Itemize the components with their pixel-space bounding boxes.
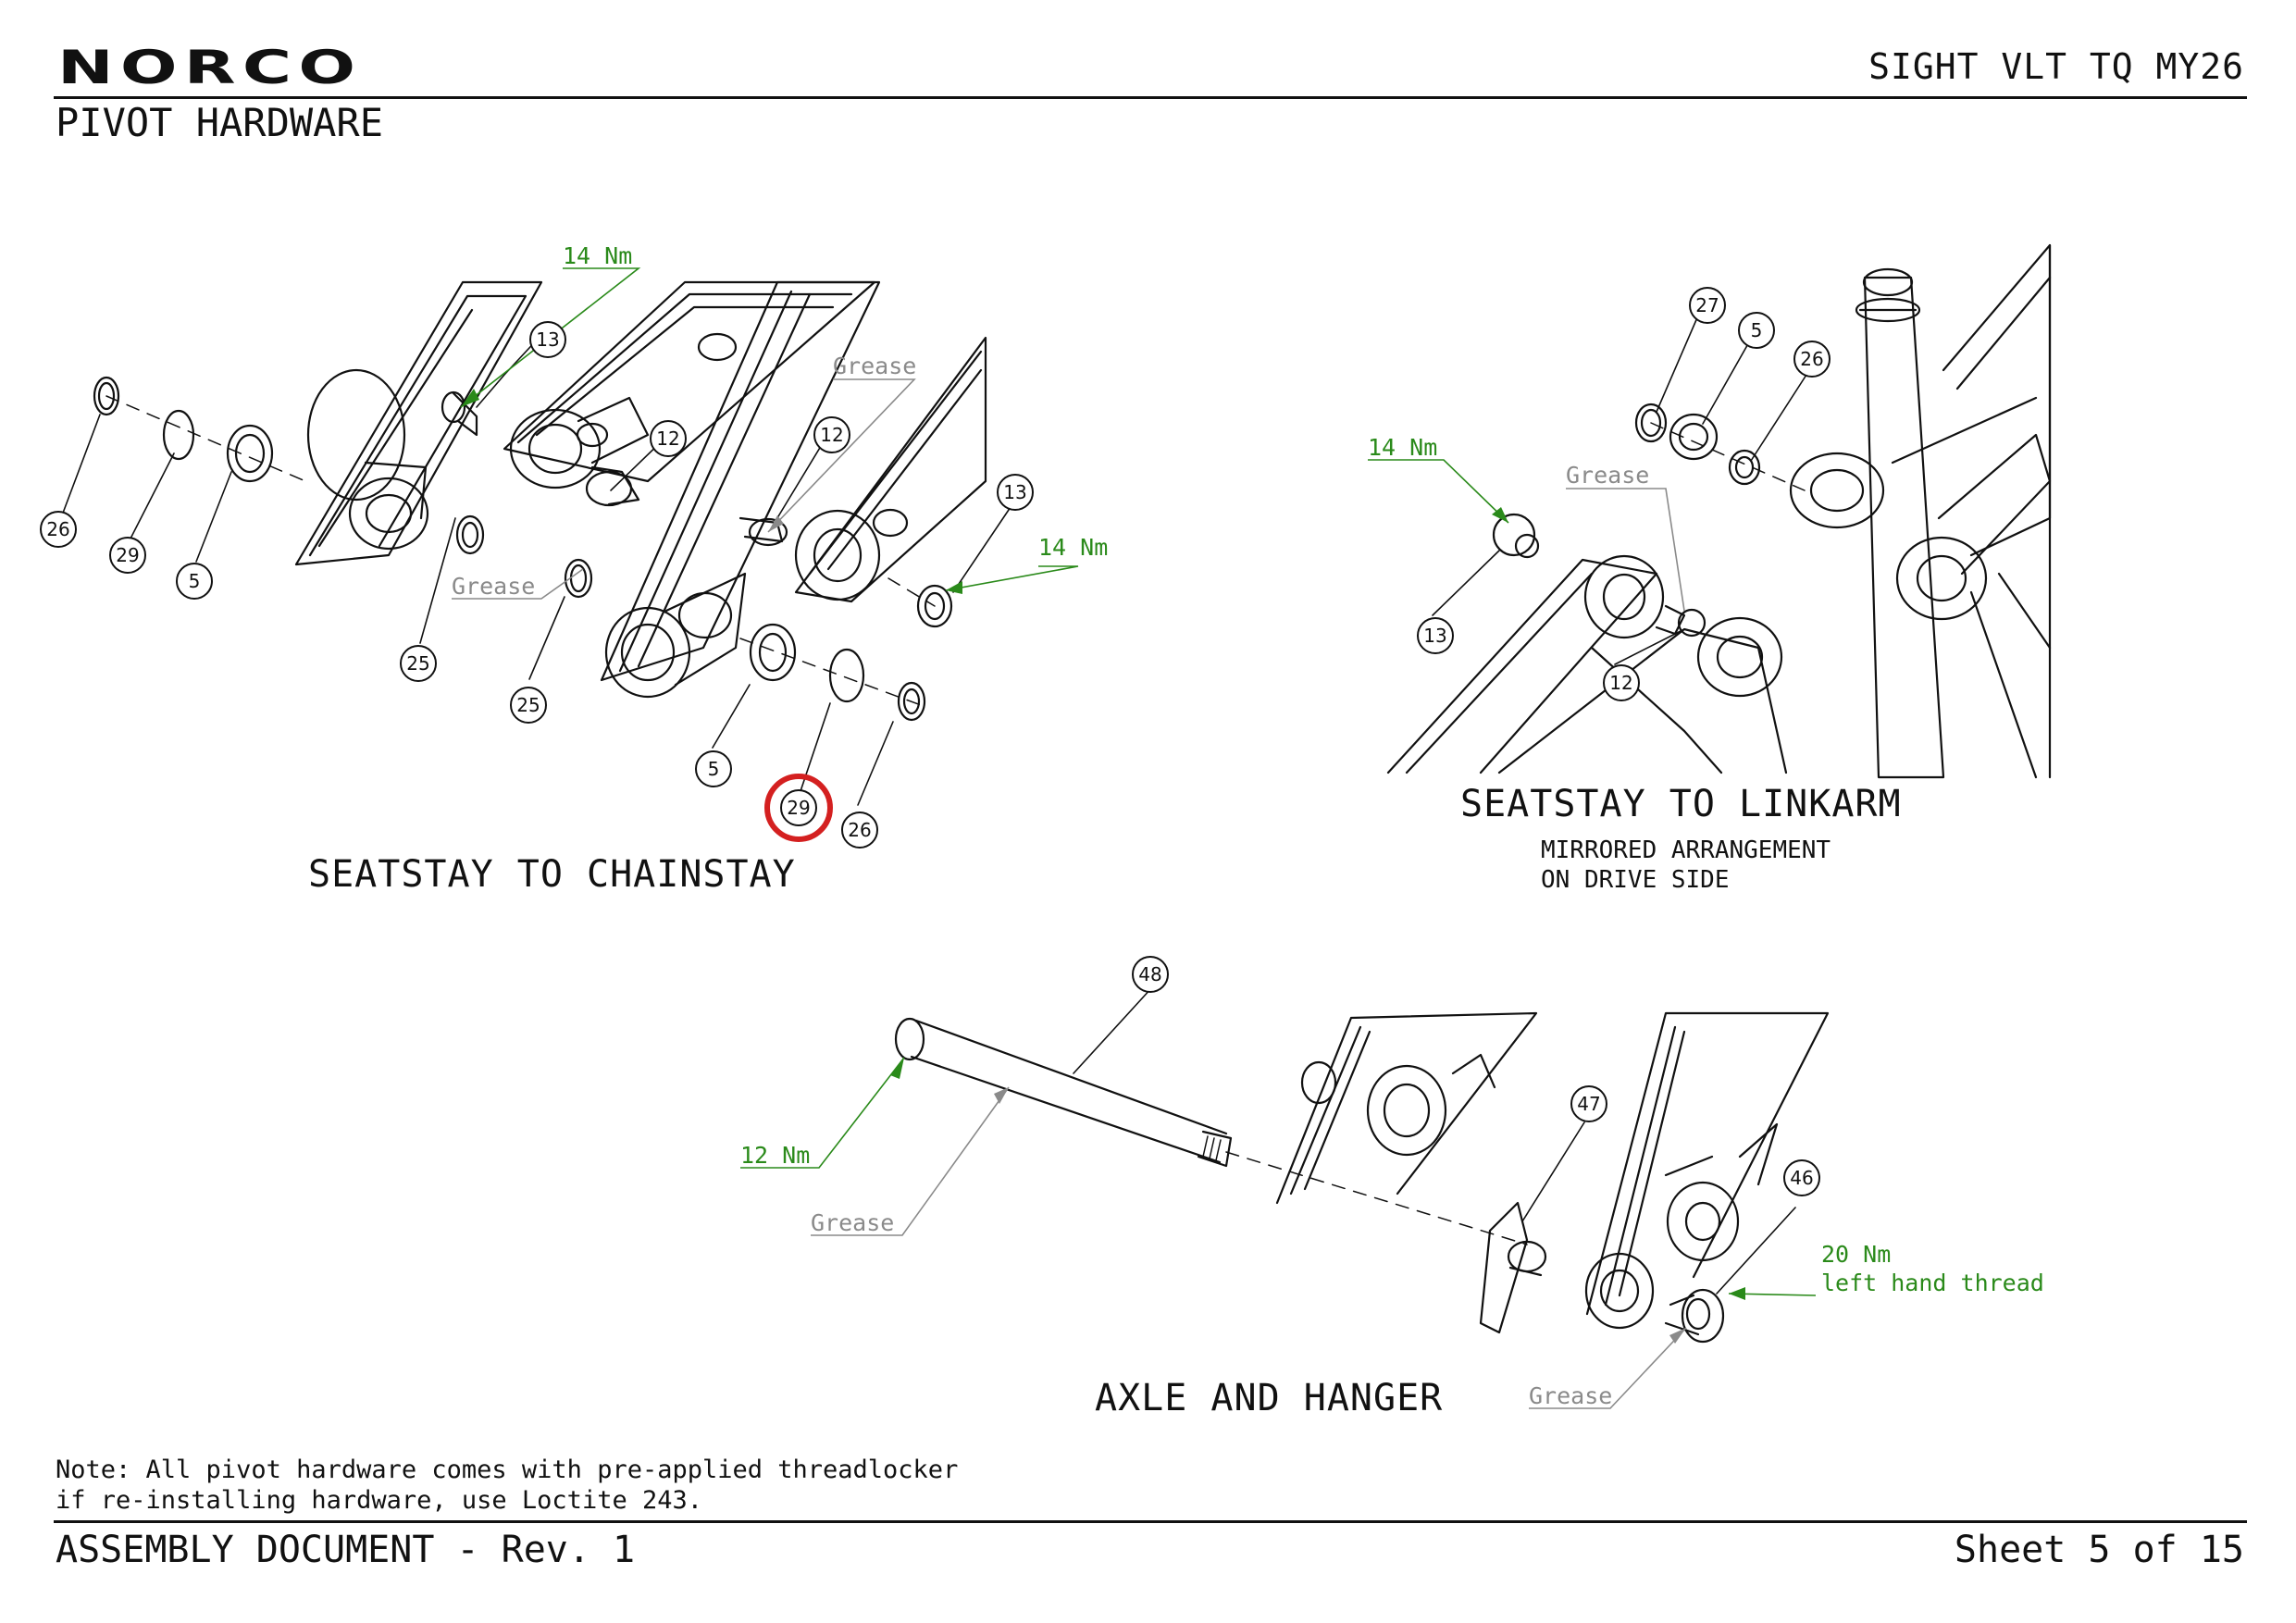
seatstay-linkarm-illustration [1386,243,2052,779]
grease-label: Grease [1529,1382,1612,1409]
torque-label-14nm: 14 Nm [1368,434,1437,461]
torque-label-14nm: 14 Nm [1038,534,1108,561]
grease-label: Grease [811,1209,894,1236]
model-name: SIGHT VLT TQ MY26 [1868,46,2244,87]
grease-label: Grease [1566,462,1649,489]
grease-leaders [452,378,1687,1409]
note-line2: if re-installing hardware, use Loctite 2… [56,1486,702,1515]
mirrored-note-line2: ON DRIVE SIDE [1541,866,1730,894]
leader-lines [61,315,1807,1295]
part-bubble-13: 13 [1417,617,1454,654]
svg-text:25: 25 [516,694,540,716]
part-bubble-26: 26 [40,511,77,548]
sheet-number: Sheet 5 of 15 [1954,1529,2244,1571]
part-bubble-26: 26 [1793,341,1831,378]
part-bubble-5: 5 [695,750,732,787]
svg-text:27: 27 [1695,294,1719,316]
page-title: PIVOT HARDWARE [56,100,384,145]
part-bubble-46: 46 [1783,1159,1820,1196]
part-bubble-29: 29 [109,537,146,574]
torque-label-14nm: 14 Nm [563,242,632,269]
part-bubble-47: 47 [1570,1085,1607,1122]
section-title-seatstay-chainstay: SEATSTAY TO CHAINSTAY [308,853,796,896]
part-bubble-5: 5 [176,563,213,600]
document-revision: ASSEMBLY DOCUMENT - Rev. 1 [56,1529,636,1571]
svg-text:13: 13 [1003,481,1026,503]
svg-text:12: 12 [656,427,679,450]
header-divider [54,96,2247,99]
grease-label: Grease [452,573,535,600]
svg-text:12: 12 [1609,672,1632,694]
grease-label: Grease [833,353,916,379]
highlight-ring [764,774,833,842]
footer-divider [54,1520,2247,1523]
torque-arrowheads [461,389,1745,1300]
svg-text:26: 26 [1800,348,1823,370]
seatstay-chainstay-illustration [93,280,987,722]
torque-label-12nm: 12 Nm [740,1142,810,1169]
axle-hanger-illustration [894,1011,1830,1344]
left-hand-thread-label: left hand thread [1821,1270,2044,1296]
part-bubble-13: 13 [529,321,566,358]
part-bubble-27: 27 [1689,287,1726,324]
svg-text:47: 47 [1577,1093,1600,1115]
part-bubble-26: 26 [841,812,878,849]
svg-text:5: 5 [189,570,201,592]
part-bubble-12: 12 [813,416,850,453]
torque-label-20nm: 20 Nm [1821,1241,1891,1268]
svg-text:5: 5 [708,758,720,780]
part-bubble-48: 48 [1132,956,1169,993]
svg-text:5: 5 [1751,319,1763,341]
threadlocker-note: Note: All pivot hardware comes with pre-… [56,1455,958,1516]
part-bubble-12: 12 [650,420,687,457]
part-bubble-25: 25 [400,645,437,682]
svg-text:13: 13 [1423,625,1446,647]
section-title-seatstay-linkarm: SEATSTAY TO LINKARM [1460,783,1902,825]
part-bubble-12: 12 [1603,664,1640,701]
svg-text:13: 13 [536,328,559,351]
svg-text:25: 25 [406,652,429,675]
part-bubble-25: 25 [510,687,547,724]
svg-text:26: 26 [848,819,871,841]
grease-arrowheads [768,515,1686,1344]
svg-text:29: 29 [116,544,139,566]
svg-text:29: 29 [787,797,810,819]
torque-leaders [460,267,1817,1296]
svg-text:26: 26 [46,518,69,540]
svg-text:46: 46 [1790,1167,1813,1189]
note-line1: Note: All pivot hardware comes with pre-… [56,1456,959,1484]
part-bubble-13: 13 [997,474,1034,511]
part-bubble-29: 29 [780,789,817,826]
part-bubble-5: 5 [1738,312,1775,349]
svg-text:12: 12 [820,424,843,446]
mirrored-note-line1: MIRRORED ARRANGEMENT [1541,836,1831,864]
norco-logo: NORCO [57,41,363,94]
section-title-axle-hanger: AXLE AND HANGER [1095,1377,1444,1419]
svg-text:48: 48 [1138,963,1161,985]
